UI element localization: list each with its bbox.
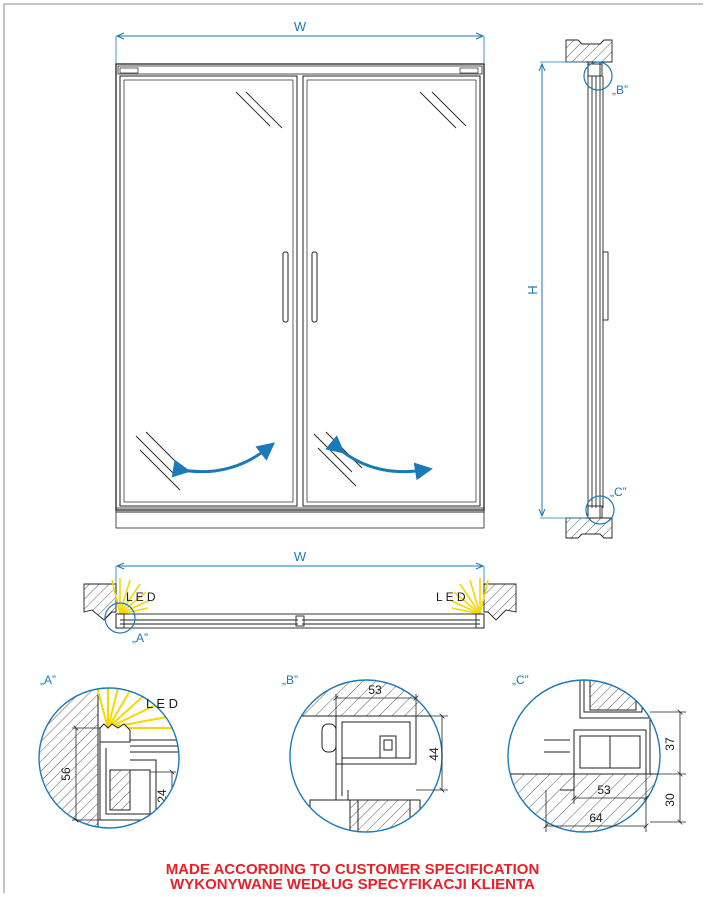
left-door-swing-arrow: [171, 442, 276, 478]
door-frame: [115, 63, 485, 511]
detail-a-callout: [104, 602, 136, 634]
right-door: [302, 75, 481, 507]
plan-view: W L E D L E D „A”: [83, 549, 517, 645]
detail-b: „B” 53: [282, 673, 448, 833]
plan-width-label: W: [294, 549, 307, 564]
plan-led-left-label: L E D: [126, 590, 156, 604]
right-door-swing-arrow: [325, 435, 433, 481]
detail-c-title: „C”: [512, 673, 529, 687]
led-rays-left: [111, 578, 151, 615]
side-height-dimension: H: [525, 61, 586, 519]
glass-reflection-marks: [135, 91, 467, 491]
detail-c: „C” 53: [507, 673, 686, 833]
side-height-label: H: [525, 285, 540, 294]
right-door-handle: [311, 251, 318, 323]
detail-c-dim-frame: 64: [589, 811, 603, 825]
detail-a-led-label: L E D: [146, 696, 178, 711]
specification-note-pl: WYKONYWANE WEDŁUG SPECYFIKACJI KLIENTA: [170, 876, 535, 893]
detail-a-title: „A”: [40, 673, 56, 687]
detail-c-dim-profile: 53: [597, 783, 611, 797]
detail-b-dim-height: 44: [427, 747, 441, 761]
detail-b-dim-width: 53: [368, 683, 382, 697]
detail-a: „A”: [38, 673, 180, 829]
detail-c-callout-label: „C”: [610, 485, 627, 499]
detail-b-callout-label: „B”: [612, 83, 628, 97]
specification-note-en: MADE ACCORDING TO CUSTOMER SPECIFICATION: [165, 861, 540, 878]
detail-c-dim-upper: 37: [663, 737, 677, 751]
left-door: [119, 75, 298, 507]
led-rays-right: [449, 578, 489, 615]
swing-arrows: [171, 435, 433, 481]
detail-a-dim-inner: 24: [155, 789, 169, 803]
side-view: H „B” „C”: [525, 39, 628, 539]
detail-a-callout-label: „A”: [132, 631, 148, 645]
plan-width-dimension: W: [115, 549, 485, 612]
front-width-dimension: W: [115, 19, 485, 64]
left-door-handle: [282, 251, 289, 323]
plan-led-right-label: L E D: [436, 590, 466, 604]
detail-b-callout: [583, 61, 613, 91]
detail-c-dim-lower: 30: [663, 793, 677, 807]
front-view: W: [115, 19, 485, 529]
front-width-label: W: [294, 19, 307, 34]
plan-door-section: [115, 613, 485, 629]
page-frame: [3, 3, 703, 893]
detail-c-callout: [585, 495, 615, 525]
detail-a-dim-total: 56: [59, 767, 73, 781]
detail-b-title: „B”: [282, 673, 298, 687]
